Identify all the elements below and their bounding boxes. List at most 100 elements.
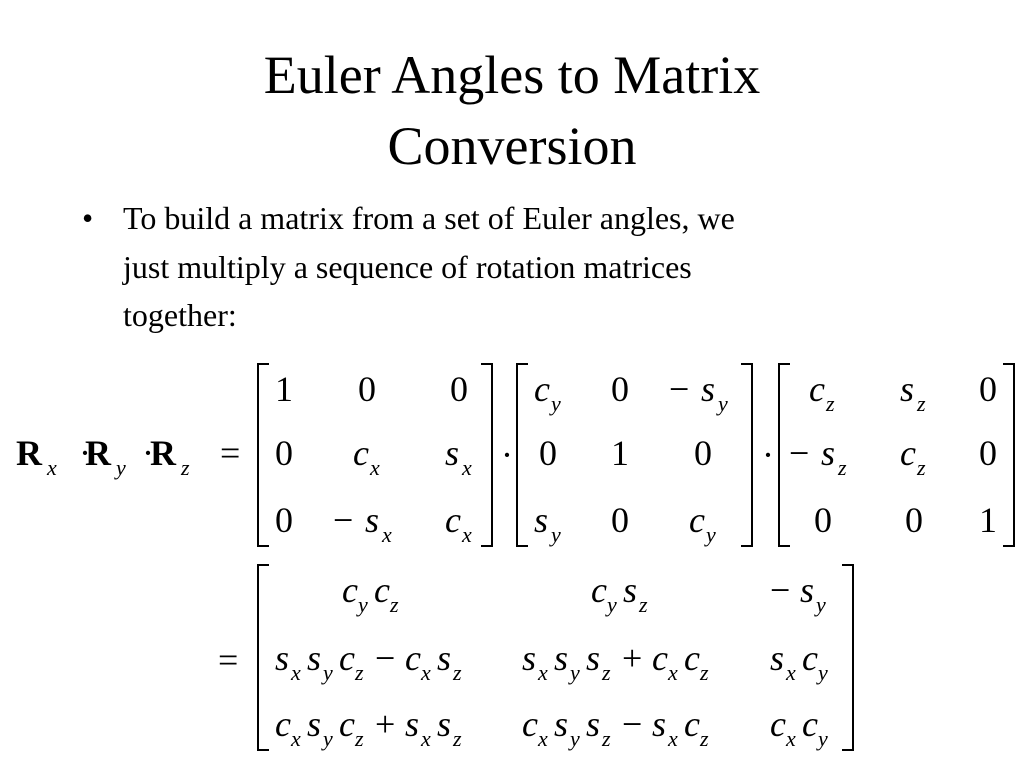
title-line-1: Euler Angles to Matrix [263, 45, 761, 105]
math-subscript: z [916, 455, 926, 480]
math-subscript: z [699, 726, 709, 751]
math-subscript: x [420, 726, 431, 751]
matrix-entry: 0 [611, 369, 629, 409]
math-variable: s [554, 704, 568, 744]
right-bracket [741, 363, 753, 547]
minus-sign: − [789, 433, 809, 473]
minus-sign: − [622, 704, 642, 744]
math-subscript: y [716, 391, 728, 416]
math-variable: s [770, 638, 784, 678]
bullet-text: To build a matrix from a set of Euler an… [123, 194, 883, 340]
math-subscript: x [667, 726, 678, 751]
math-variable: c [802, 638, 818, 678]
math-variable: s [437, 638, 451, 678]
math-subscript: z [699, 660, 709, 685]
math-subscript: z [638, 592, 648, 617]
math-variable: c [445, 500, 461, 540]
math-subscript: z [452, 726, 462, 751]
matrix-entry: 0 [814, 500, 832, 540]
right-bracket [1003, 363, 1015, 547]
math-subscript: z [354, 726, 364, 751]
math-variable: s [821, 433, 835, 473]
math-subscript: y [321, 726, 333, 751]
math-variable: s [652, 704, 666, 744]
math-subscript: x [461, 455, 472, 480]
math-variable: c [339, 638, 355, 678]
plus-sign: + [375, 704, 395, 744]
math-variable: c [522, 704, 538, 744]
slide-title: Euler Angles to Matrix Conversion [0, 40, 1024, 183]
plus-sign: + [622, 638, 642, 678]
math-variable: s [554, 638, 568, 678]
math-subscript: x [420, 660, 431, 685]
math-variable: s [800, 570, 814, 610]
math-variable: s [437, 704, 451, 744]
matrix-entry: 0 [358, 369, 376, 409]
math-variable: c [591, 570, 607, 610]
math-subscript: y [568, 660, 580, 685]
minus-sign: − [770, 570, 790, 610]
dot-operator: · [142, 433, 154, 473]
math-subscript: y [549, 522, 561, 547]
math-variable: s [307, 638, 321, 678]
math-variable: c [374, 570, 390, 610]
title-line-2: Conversion [387, 116, 637, 177]
math-variable: c [339, 704, 355, 744]
math-variable: s [275, 638, 289, 678]
math-variable: s [522, 638, 536, 678]
math-variable: s [900, 369, 914, 409]
math-subscript: z [452, 660, 462, 685]
bullet-symbol: • [82, 200, 94, 236]
left-bracket [257, 363, 269, 547]
matrix-entry: 0 [905, 500, 923, 540]
math-variable: s [701, 369, 715, 409]
math-variable: c [684, 704, 700, 744]
math-variable: c [900, 433, 916, 473]
math-subscript: x [461, 522, 472, 547]
math-subscript: x [667, 660, 678, 685]
equals-sign: = [220, 433, 240, 473]
matrix-entry: 0 [450, 369, 468, 409]
math-subscript: y [605, 592, 617, 617]
matrix-entry: 0 [611, 500, 629, 540]
math-variable: c [689, 500, 705, 540]
math-variable: c [652, 638, 668, 678]
math-subscript: y [568, 726, 580, 751]
math-subscript: y [816, 660, 828, 685]
matrix-entry: 0 [979, 369, 997, 409]
dot-operator: · [762, 435, 774, 475]
math-subscript: x [785, 660, 796, 685]
matrix-entry: 1 [275, 369, 293, 409]
dot-operator: · [501, 435, 513, 475]
math-subscript: x [785, 726, 796, 751]
math-variable: s [623, 570, 637, 610]
math-subscript: y [814, 592, 826, 617]
math-subscript: y [114, 455, 126, 480]
math-subscript: y [816, 726, 828, 751]
math-variable: s [445, 433, 459, 473]
math-variable: c [353, 433, 369, 473]
math-subscript: y [704, 522, 716, 547]
math-subscript: x [290, 726, 301, 751]
math-variable: c [809, 369, 825, 409]
bullet-line-3: together: [123, 297, 237, 334]
minus-sign: − [375, 638, 395, 678]
